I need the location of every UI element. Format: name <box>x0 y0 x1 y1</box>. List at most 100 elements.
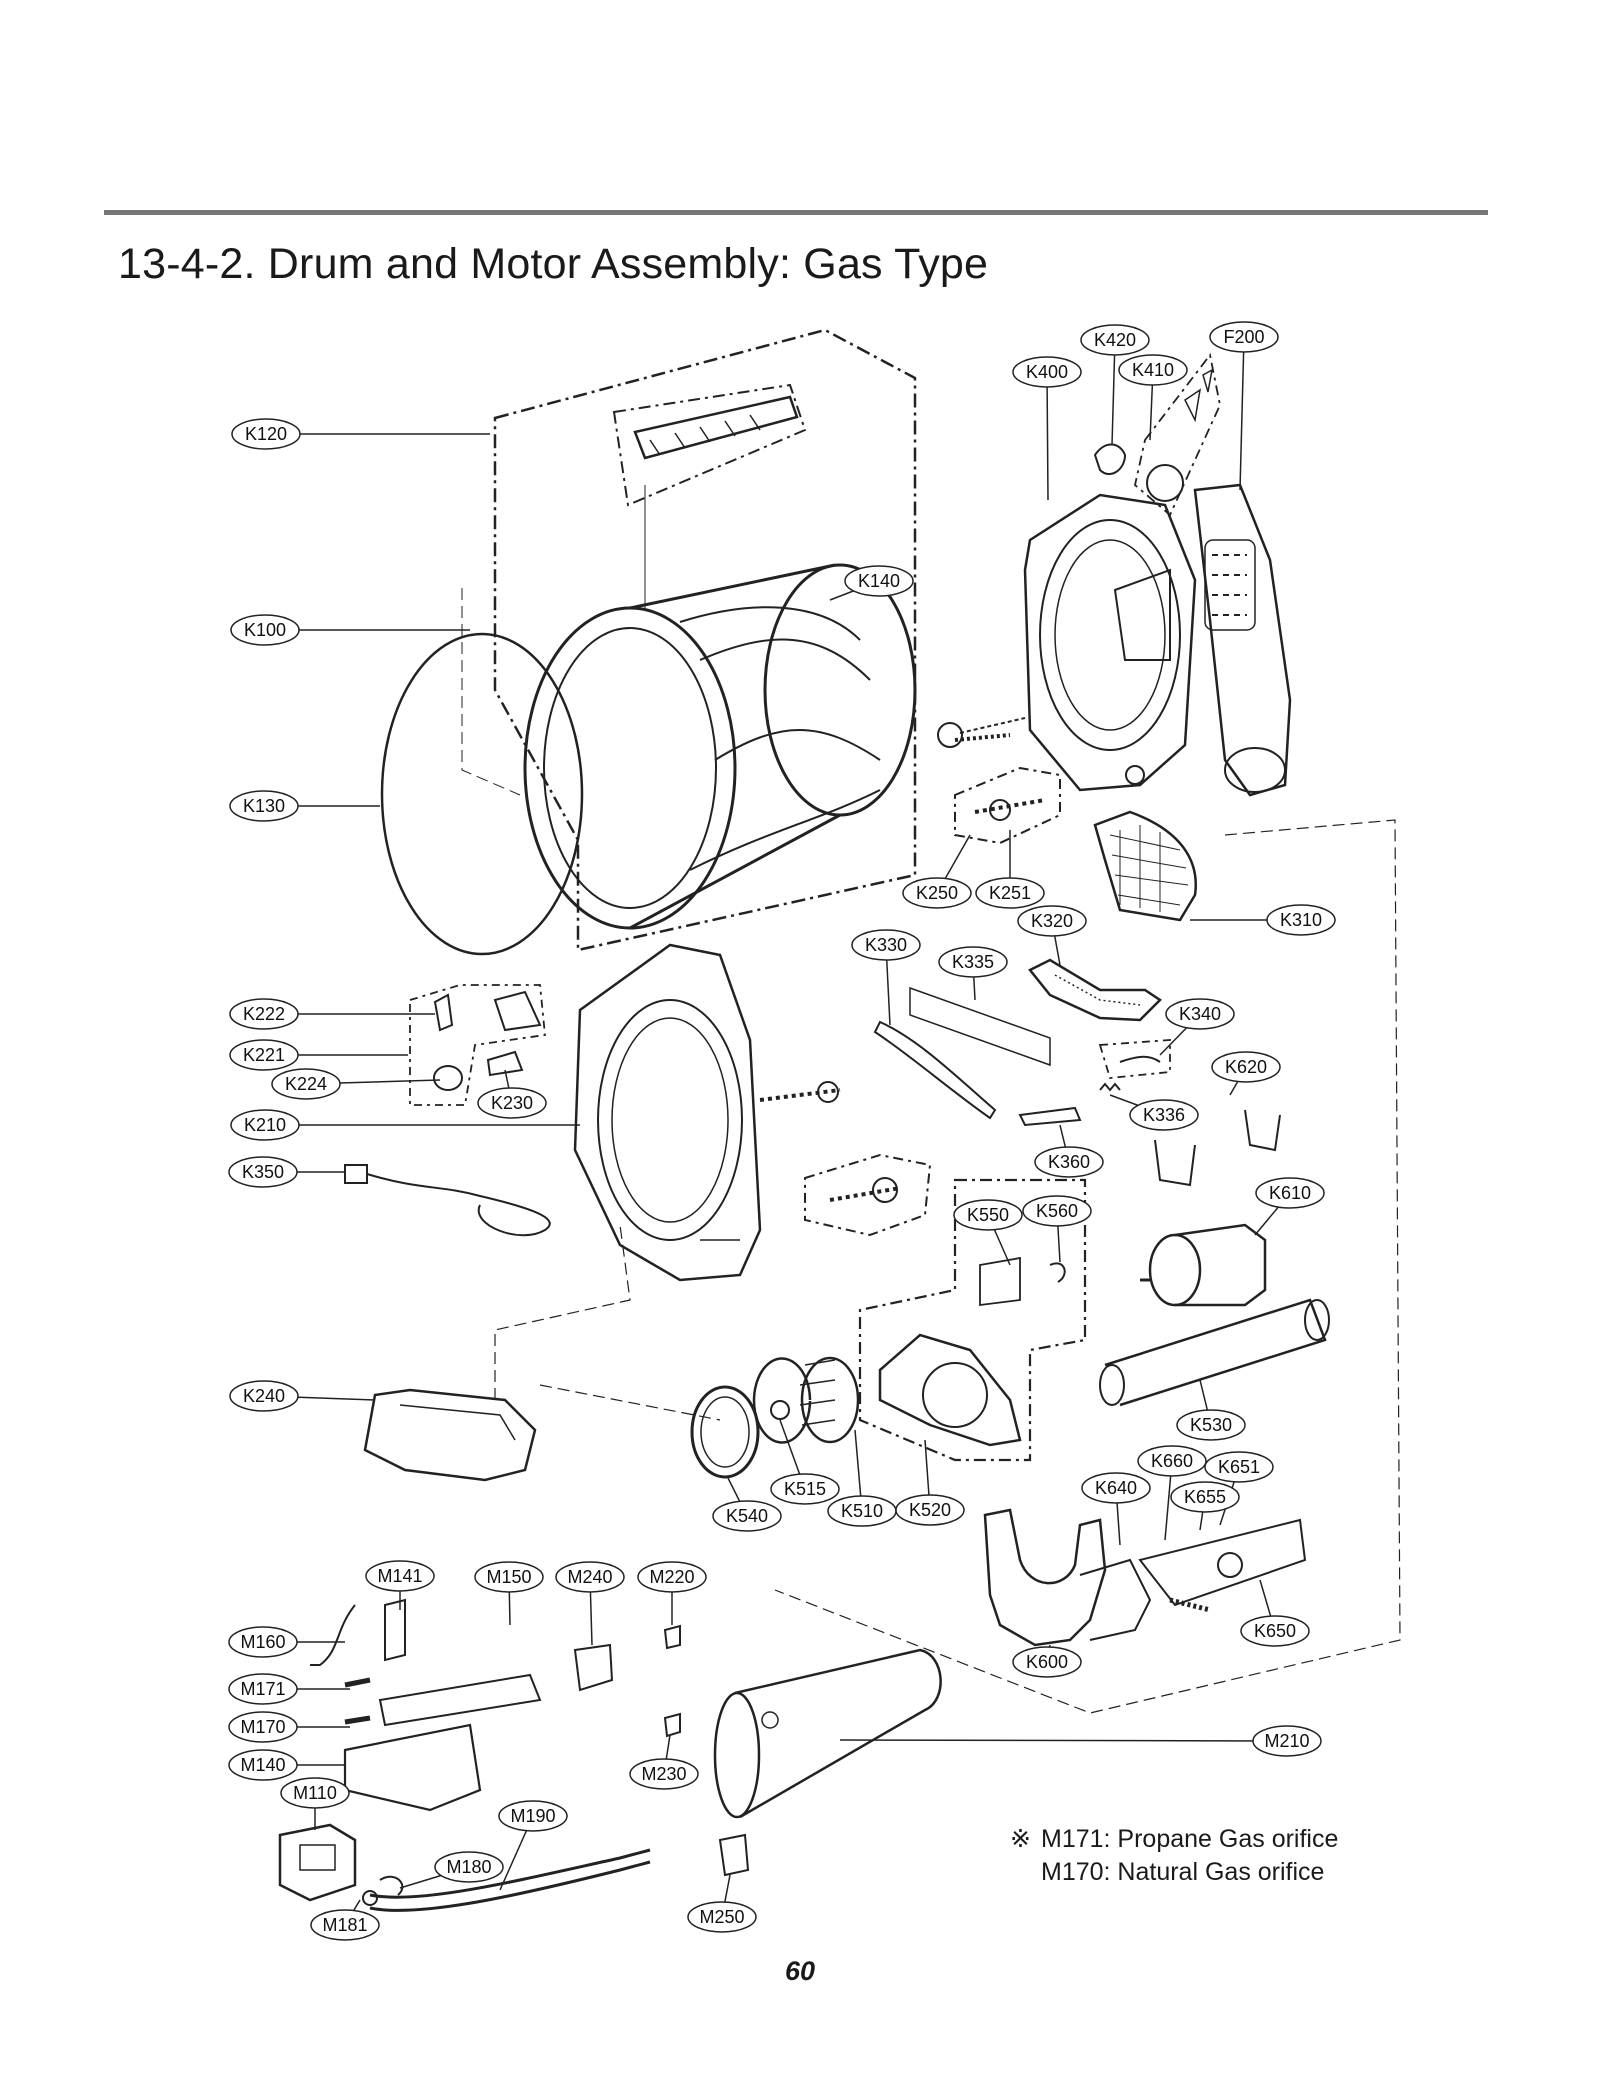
part-label: M210 <box>1264 1731 1309 1751</box>
part-label: K120 <box>245 424 287 444</box>
motor-part <box>1140 1109 1281 1307</box>
part-label: M110 <box>293 1783 337 1803</box>
part-label: M140 <box>240 1755 285 1775</box>
part-callout-m181: M181 <box>310 1909 380 1941</box>
part-label: K640 <box>1095 1478 1137 1498</box>
part-label: M190 <box>510 1806 555 1826</box>
part-label: K510 <box>841 1501 883 1521</box>
part-callout-m240: M240 <box>555 1561 625 1593</box>
part-label: K660 <box>1151 1451 1193 1471</box>
part-callout-k515: K515 <box>770 1473 840 1505</box>
part-callout-m230: M230 <box>629 1758 699 1790</box>
exhaust-duct-part <box>1193 483 1292 797</box>
part-label: K250 <box>916 883 958 903</box>
part-callout-k360: K360 <box>1034 1146 1104 1178</box>
part-label: K600 <box>1026 1652 1068 1672</box>
part-callout-k240: K240 <box>229 1380 299 1412</box>
part-callout-k610: K610 <box>1255 1177 1325 1209</box>
part-callout-k655: K655 <box>1170 1481 1240 1513</box>
part-label: K230 <box>491 1093 533 1113</box>
drum-belt-part <box>380 632 584 956</box>
part-callout-k640: K640 <box>1081 1472 1151 1504</box>
gas-valve-part <box>278 1823 357 1902</box>
drum-group-outline <box>493 328 917 952</box>
part-callout-k210: K210 <box>230 1109 300 1141</box>
blower-wheel-part <box>752 1357 812 1444</box>
part-label: K560 <box>1036 1201 1078 1221</box>
part-callout-k420: K420 <box>1080 324 1150 356</box>
part-callout-k230: K230 <box>477 1087 547 1119</box>
part-label: K340 <box>1179 1004 1221 1024</box>
part-label: K400 <box>1026 362 1068 382</box>
part-label: M180 <box>446 1857 491 1877</box>
part-label: K310 <box>1280 910 1322 930</box>
part-label: M230 <box>641 1764 686 1784</box>
part-label: K650 <box>1254 1621 1296 1641</box>
part-callout-m110: M110 <box>280 1777 350 1809</box>
note-text-1: M171: Propane Gas orifice <box>1041 1825 1339 1853</box>
part-label: K210 <box>244 1115 286 1135</box>
page-title: 13-4-2. Drum and Motor Assembly: Gas Typ… <box>118 240 989 288</box>
part-label: K410 <box>1132 360 1174 380</box>
part-callout-k410: K410 <box>1118 354 1188 386</box>
part-callout-k540: K540 <box>712 1500 782 1532</box>
part-callout-k335: K335 <box>938 946 1008 978</box>
note-text-2: M170: Natural Gas orifice <box>1041 1858 1325 1886</box>
part-label: M170 <box>240 1717 285 1737</box>
page-number: 60 <box>784 1956 816 1986</box>
part-callout-k650: K650 <box>1240 1615 1310 1647</box>
part-callout-k600: K600 <box>1012 1646 1082 1678</box>
rear-bulkhead-part <box>1023 493 1197 792</box>
blower-seal-part <box>690 1385 760 1479</box>
lifter-group-outline <box>612 383 807 507</box>
drum-part <box>523 563 917 930</box>
part-callout-m210: M210 <box>1252 1725 1322 1757</box>
note-line-1: ※ M171: Propane Gas orifice <box>1010 1823 1338 1856</box>
part-callout-k660: K660 <box>1137 1445 1207 1477</box>
reference-mark: ※ <box>1010 1825 1031 1853</box>
part-label: K515 <box>784 1479 826 1499</box>
part-callout-k222: K222 <box>229 998 299 1030</box>
part-label: M141 <box>377 1566 422 1586</box>
part-callout-k400: K400 <box>1012 356 1082 388</box>
part-callout-k550: K550 <box>953 1199 1023 1231</box>
part-callout-m180: M180 <box>434 1851 504 1883</box>
part-callout-m171: M171 <box>228 1673 298 1705</box>
rear-support-part <box>873 1020 997 1120</box>
part-label: M171 <box>240 1679 285 1699</box>
part-label: K360 <box>1048 1152 1090 1172</box>
part-label: K550 <box>967 1205 1009 1225</box>
part-label: K336 <box>1143 1105 1185 1125</box>
part-callout-k510: K510 <box>827 1495 897 1527</box>
part-label: K130 <box>243 796 285 816</box>
part-label: K320 <box>1031 911 1073 931</box>
part-label: K221 <box>243 1045 285 1065</box>
bearing-group-outline-upper <box>954 766 1061 845</box>
part-callout-m250: M250 <box>687 1901 757 1933</box>
part-label: K335 <box>952 952 994 972</box>
part-label: K655 <box>1184 1487 1226 1507</box>
part-label: M160 <box>240 1632 285 1652</box>
part-callout-k250: K250 <box>902 877 972 909</box>
part-callout-k350: K350 <box>228 1156 298 1188</box>
part-callout-k520: K520 <box>895 1494 965 1526</box>
note-line-2: M170: Natural Gas orifice <box>1010 1856 1338 1889</box>
part-callout-m190: M190 <box>498 1800 568 1832</box>
part-label: K330 <box>865 935 907 955</box>
blower-housing-part <box>878 1333 1022 1447</box>
part-callout-k330: K330 <box>851 929 921 961</box>
leader-line-m210 <box>839 1739 1288 1742</box>
part-label: K350 <box>242 1162 284 1182</box>
lint-filter-part <box>1093 810 1197 922</box>
part-label: M220 <box>649 1567 694 1587</box>
part-callout-m170: M170 <box>228 1711 298 1743</box>
part-label: K240 <box>243 1386 285 1406</box>
part-callout-k320: K320 <box>1017 905 1087 937</box>
combustion-chamber-part <box>713 1648 942 1819</box>
gas-pipe-part <box>369 1848 651 1899</box>
leader-line-k400 <box>1046 371 1049 501</box>
part-label: M250 <box>699 1907 744 1927</box>
part-label: K610 <box>1269 1183 1311 1203</box>
part-callout-m220: M220 <box>637 1561 707 1593</box>
